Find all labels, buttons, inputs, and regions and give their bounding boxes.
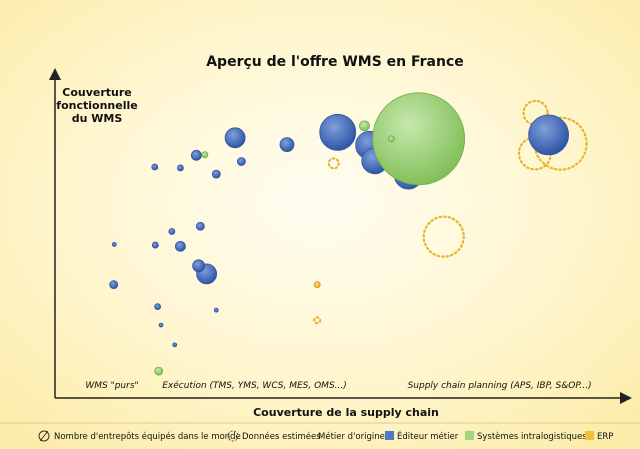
x-axis-label: Couverture de la supply chain <box>253 406 439 419</box>
bubble-erp-0 <box>313 281 321 289</box>
bubble-editeur-20 <box>154 303 162 311</box>
zone-label-1: Exécution (TMS, YMS, WCS, MES, OMS...) <box>162 380 347 391</box>
estimated-bubble-3 <box>422 215 465 258</box>
bubble-editeur-16 <box>151 163 159 171</box>
zone-label-2: Supply chain planning (APS, IBP, S&OP...… <box>408 381 592 391</box>
bubble-intralog-3 <box>387 135 395 143</box>
bubble-editeur-12 <box>236 157 246 166</box>
bubble-editeur-18 <box>168 228 176 235</box>
bubble-editeur-9 <box>192 259 206 273</box>
legend-swatch-editeur <box>385 431 394 440</box>
legend-entry-intralog: Systèmes intralogistiques <box>477 431 587 442</box>
legend-entry-editeur: Éditeur métier <box>397 430 459 442</box>
legend-swatch-erp <box>585 431 594 440</box>
bubble-editeur-6 <box>224 127 246 149</box>
estimated-bubble-5 <box>327 157 340 170</box>
bubble-editeur-11 <box>174 240 186 252</box>
bubble-intralog-4 <box>201 151 209 159</box>
bubble-editeur-21 <box>111 242 117 247</box>
bubble-editeur-8 <box>279 137 295 153</box>
bubble-editeur-19 <box>151 241 159 249</box>
zone-label-0: WMS "purs" <box>85 381 138 391</box>
legend-entry-erp: ERP <box>597 432 613 442</box>
bubble-editeur-22 <box>213 307 219 313</box>
bubble-intralog-1 <box>359 120 370 132</box>
bubble-editeur-17 <box>176 164 184 172</box>
bubble-editeur-23 <box>158 322 164 328</box>
bubble-editeur-24 <box>172 342 178 348</box>
bubble-editeur-13 <box>211 169 221 179</box>
legend: Nombre d'entrepôts équipés dans le monde… <box>0 422 640 442</box>
legend-estimated: Données estimées <box>242 431 321 442</box>
estimated-icon <box>227 430 239 442</box>
bubble-editeur-15 <box>109 280 119 290</box>
bubble-editeur-10 <box>190 149 202 161</box>
bubbles <box>109 92 570 376</box>
legend-swatch-intralog <box>465 431 474 440</box>
bubble-editeur-0 <box>528 114 570 156</box>
bubble-intralog-2 <box>154 366 164 376</box>
chart-title: Aperçu de l'offre WMS en France <box>206 54 464 70</box>
legend-origin-label: Métier d'origine : <box>318 431 390 442</box>
size-note-icon <box>38 430 50 442</box>
bubble-editeur-1 <box>319 113 357 151</box>
bubble-editeur-14 <box>195 221 205 231</box>
legend-size-note: Nombre d'entrepôts équipés dans le monde <box>54 431 241 442</box>
zone-labels: WMS "purs" Exécution (TMS, YMS, WCS, MES,… <box>85 380 591 391</box>
estimated-bubble-6 <box>313 316 322 325</box>
bubble-intralog-0 <box>372 92 466 186</box>
